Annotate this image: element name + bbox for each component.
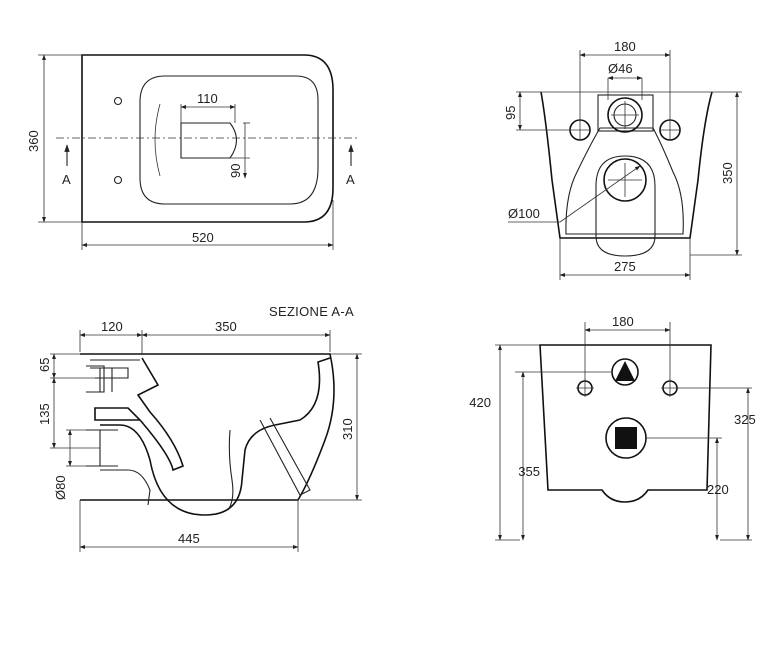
wall-view-outline xyxy=(539,344,712,503)
dim-outlet-height: 135 xyxy=(37,403,52,425)
dim-inlet-diameter: Ø46 xyxy=(608,61,633,76)
outlet-circle xyxy=(603,158,647,202)
dim-outlet-diameter: Ø80 xyxy=(53,475,68,500)
dim-seat-width: 110 xyxy=(197,91,218,106)
dim-section-height: 310 xyxy=(340,418,355,440)
fixing-hole-top xyxy=(113,96,123,106)
waste-outlet-square xyxy=(615,427,637,449)
top-view-seat-opening xyxy=(180,122,238,159)
dim-base-width: 275 xyxy=(614,259,636,274)
section-title: SEZIONE A-A xyxy=(269,304,354,319)
water-inlet-triangle xyxy=(615,361,635,381)
section-rear-channel xyxy=(259,417,311,496)
section-bowl-trap xyxy=(94,357,184,472)
section-outer-profile xyxy=(80,353,335,501)
dim-inlet-height: 95 xyxy=(503,106,518,120)
back-view: 180 Ø46 95 350 Ø100 275 xyxy=(503,39,742,280)
dim-wall-inlet-height: 355 xyxy=(518,464,540,479)
section-siphon-inner xyxy=(100,469,151,506)
section-inlet-stub xyxy=(86,365,105,393)
inlet-housing xyxy=(597,94,654,132)
top-view-outline xyxy=(81,54,334,223)
dim-bowl-length: 350 xyxy=(215,319,237,334)
section-mark-left: A xyxy=(62,172,71,187)
wall-view: 180 420 355 325 220 xyxy=(469,314,756,541)
inlet-ring-outer xyxy=(607,97,643,133)
dim-depth: 360 xyxy=(26,130,41,152)
dim-fixing-spacing: 180 xyxy=(614,39,636,54)
section-outlet-wall xyxy=(227,429,234,511)
back-view-bowl xyxy=(595,155,656,257)
fixing-hole-bottom xyxy=(113,175,123,185)
dim-height: 350 xyxy=(720,162,735,184)
section-view: SEZIONE A-A 120 350 65 135 Ø80 xyxy=(37,304,362,552)
dim-outlet-diameter: Ø100 xyxy=(508,206,540,221)
dim-wall-fixing-spacing: 180 xyxy=(612,314,634,329)
dim-seat-depth: 90 xyxy=(228,164,243,178)
top-view-bowl-rim xyxy=(139,75,319,205)
dim-fixing-height: 325 xyxy=(734,412,756,427)
top-view-bowl-inner xyxy=(154,103,161,177)
dim-section-length: 445 xyxy=(178,531,200,546)
section-mark-right: A xyxy=(346,172,355,187)
section-siphon xyxy=(100,357,331,516)
dim-width: 520 xyxy=(192,230,214,245)
dim-wall-outlet-height: 220 xyxy=(707,482,729,497)
dim-inlet-drop: 65 xyxy=(37,358,52,372)
top-view: A A 520 360 110 90 xyxy=(26,54,360,250)
dim-inlet-offset: 120 xyxy=(101,319,123,334)
back-view-outline xyxy=(540,91,713,239)
section-inlet-pipe xyxy=(90,359,140,392)
dim-total-height: 420 xyxy=(469,395,491,410)
